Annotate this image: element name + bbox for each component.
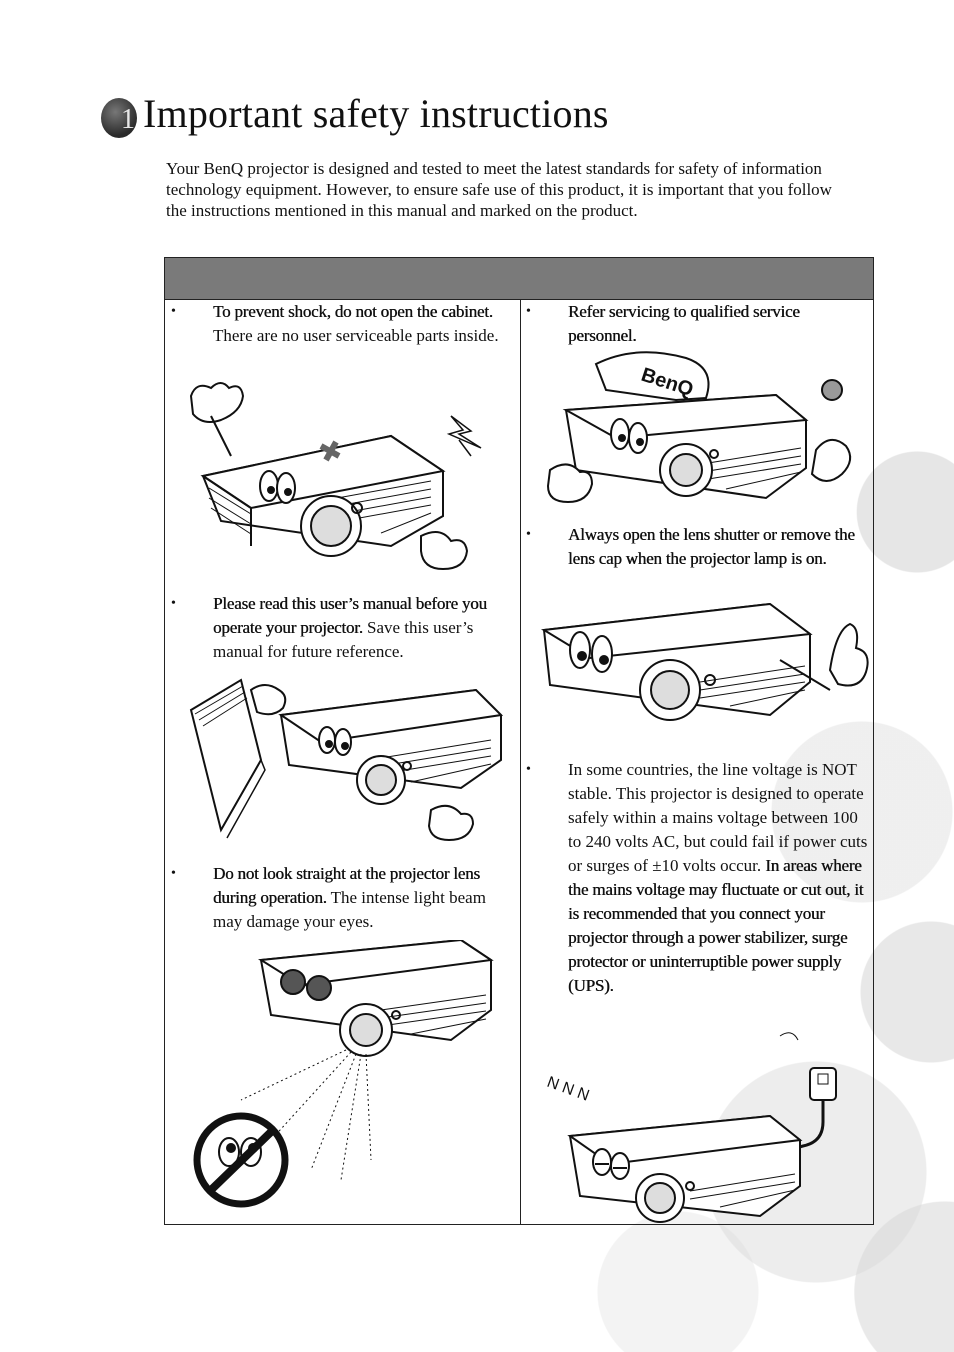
projector-shock-illustration [189, 382, 482, 571]
projector-cap-illustration: BenQ [546, 351, 852, 504]
left-column: • To prevent shock, do not open the cabi… [165, 300, 521, 1224]
projector-eyes-illustration [193, 940, 494, 1208]
projector-manual-illustration [189, 678, 504, 842]
right-column: • Refer servicing to qualified service p… [520, 300, 873, 1224]
safety-table: • To prevent shock, do not open the cabi… [164, 257, 874, 1225]
safety-item-voltage: • In some countries, the line voltage is… [526, 760, 868, 995]
table-header [165, 258, 873, 300]
svg-text:N N N: N N N [545, 1074, 592, 1105]
projector-open-lens-illustration [540, 602, 869, 721]
intro-paragraph: Your BenQ projector is designed and test… [166, 159, 832, 220]
safety-item-servicing: • Refer servicing to qualified service p… [526, 302, 800, 345]
safety-item-shock: • To prevent shock, do not open the cabi… [171, 302, 499, 345]
projector-power-illustration: N N N [545, 1032, 837, 1223]
page-title: Important safety instructions [143, 91, 609, 136]
safety-item-read-manual: • Please read this user’s manual before … [171, 594, 487, 661]
chapter-badge: 1 [101, 98, 137, 138]
safety-item-lens-cap: • Always open the lens shutter or remove… [526, 525, 855, 568]
safety-item-lens: • Do not look straight at the projector … [171, 864, 486, 931]
